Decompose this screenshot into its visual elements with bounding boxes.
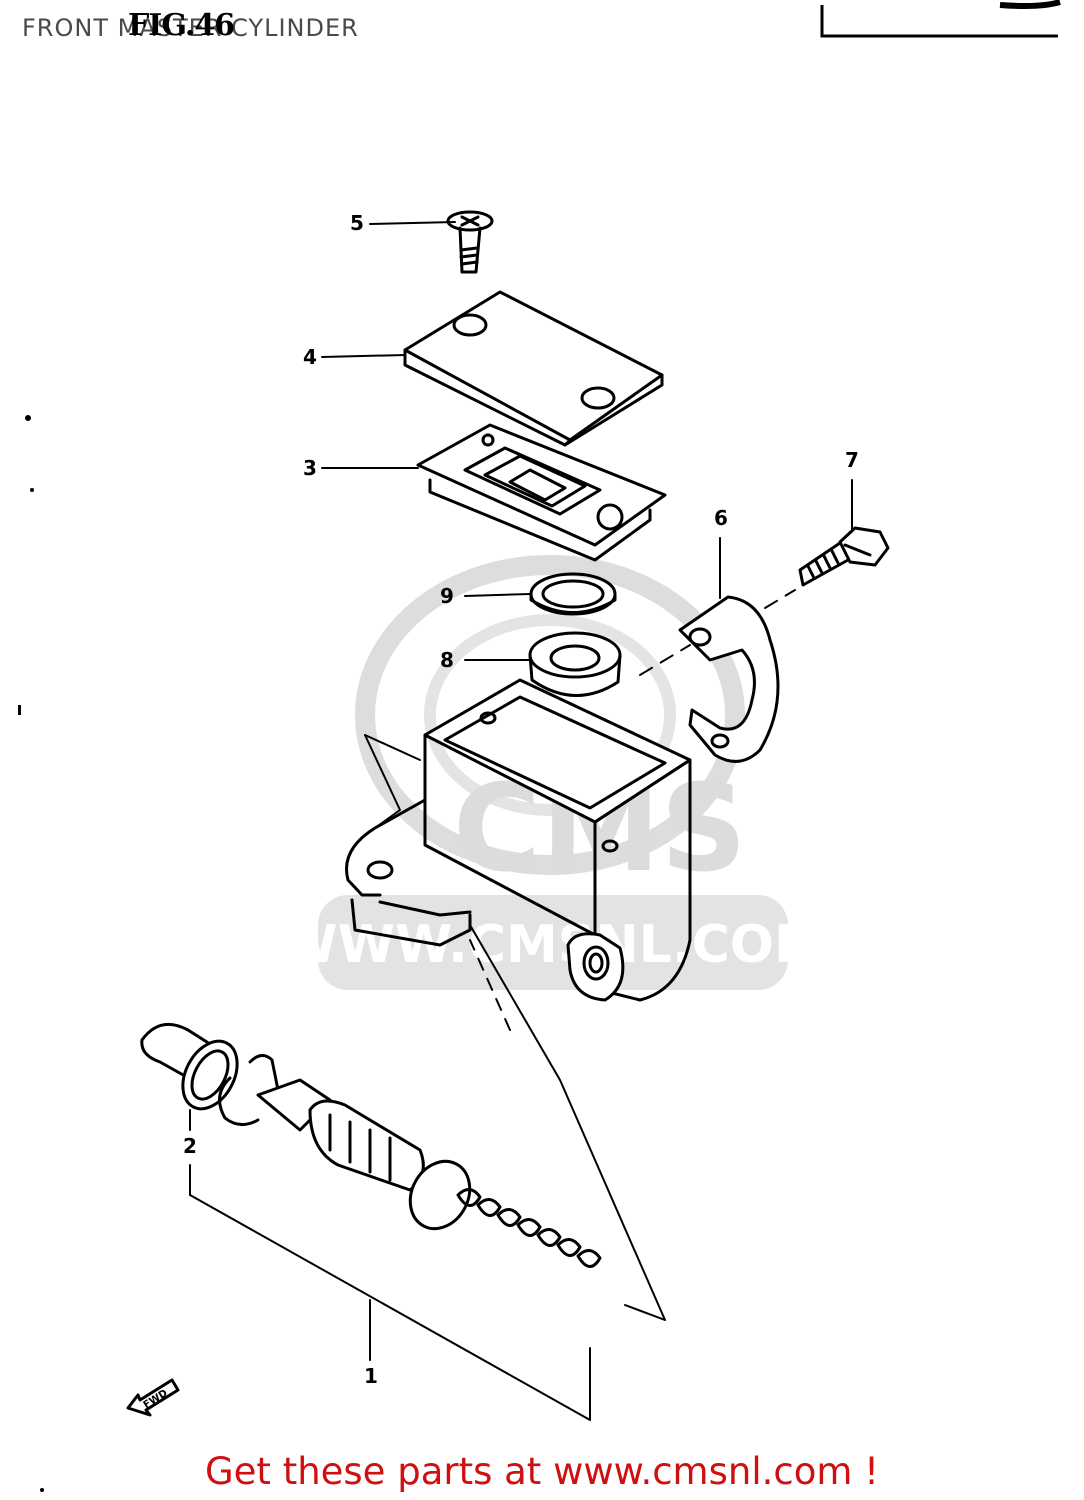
callout-7: 7 bbox=[845, 448, 859, 472]
callout-1: 1 bbox=[364, 1364, 378, 1388]
callout-3: 3 bbox=[303, 456, 317, 480]
master-cylinder-body bbox=[345, 678, 692, 1002]
callout-2: 2 bbox=[183, 1134, 197, 1158]
buy-parts-link[interactable]: Get these parts at www.cmsnl.com ! bbox=[204, 1450, 879, 1493]
bolt-part-7 bbox=[798, 526, 890, 587]
screw-part-5 bbox=[446, 210, 494, 274]
corner-frame bbox=[820, 5, 1058, 38]
leader-lines bbox=[189, 221, 853, 1421]
boot-part-8 bbox=[528, 631, 622, 697]
callout-5: 5 bbox=[350, 211, 364, 235]
scan-specks bbox=[18, 415, 44, 1492]
reservoir-cap-part-4 bbox=[403, 290, 664, 447]
callout-4: 4 bbox=[303, 345, 317, 369]
figure-number: FIG.46 bbox=[128, 8, 235, 43]
callout-8: 8 bbox=[440, 648, 454, 672]
watermark-url: WWW.CMSNL.COM bbox=[280, 915, 825, 975]
callout-6: 6 bbox=[714, 506, 728, 530]
diaphragm-part-3 bbox=[416, 423, 667, 562]
clamp-part-6 bbox=[678, 595, 780, 763]
piston-kit-part-1 bbox=[140, 1022, 602, 1268]
ring-part-9 bbox=[529, 572, 617, 616]
diagram-title: FRONT MASTER CYLINDER bbox=[22, 14, 359, 42]
callout-9: 9 bbox=[440, 584, 454, 608]
fwd-arrow-icon bbox=[126, 1378, 180, 1417]
